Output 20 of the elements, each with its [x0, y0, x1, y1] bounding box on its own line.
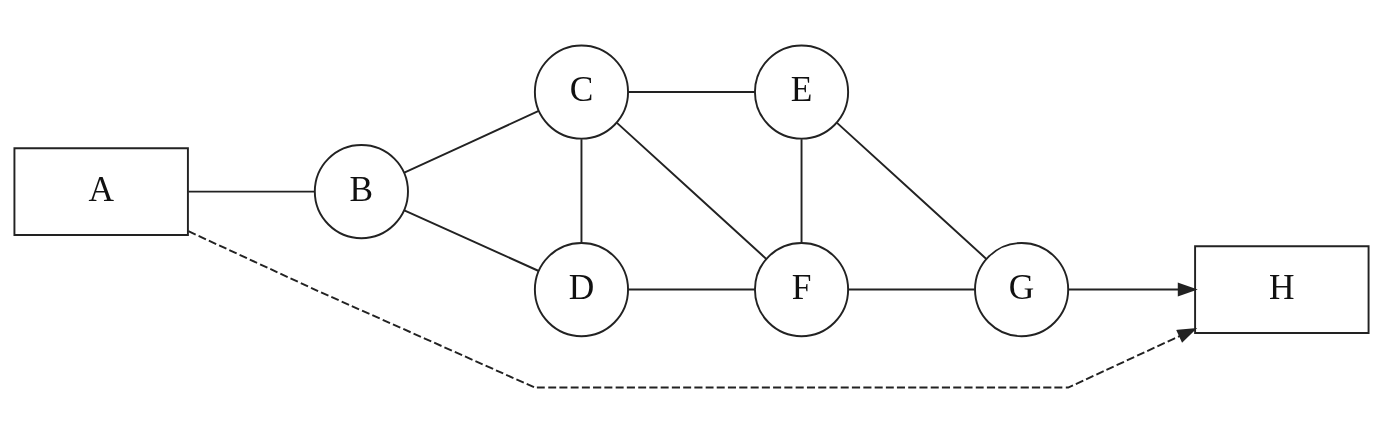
node-box: H — [1194, 245, 1370, 334]
node-circle: B — [313, 144, 409, 240]
connector — [616, 121, 768, 260]
connector — [836, 121, 988, 260]
node-circle: E — [754, 44, 850, 140]
arrow — [187, 230, 1198, 389]
connector — [187, 190, 316, 193]
arrow — [1067, 282, 1198, 297]
node-box: A — [13, 147, 189, 236]
connector — [403, 209, 540, 272]
connector — [403, 109, 540, 174]
node-circle: C — [533, 44, 629, 140]
node-circle: G — [974, 242, 1070, 338]
node-circle: F — [754, 242, 850, 338]
connector — [580, 138, 583, 244]
node-circle: D — [533, 242, 629, 338]
connector — [800, 138, 803, 244]
connector — [847, 288, 976, 291]
connector — [627, 288, 756, 291]
connector — [627, 91, 756, 93]
